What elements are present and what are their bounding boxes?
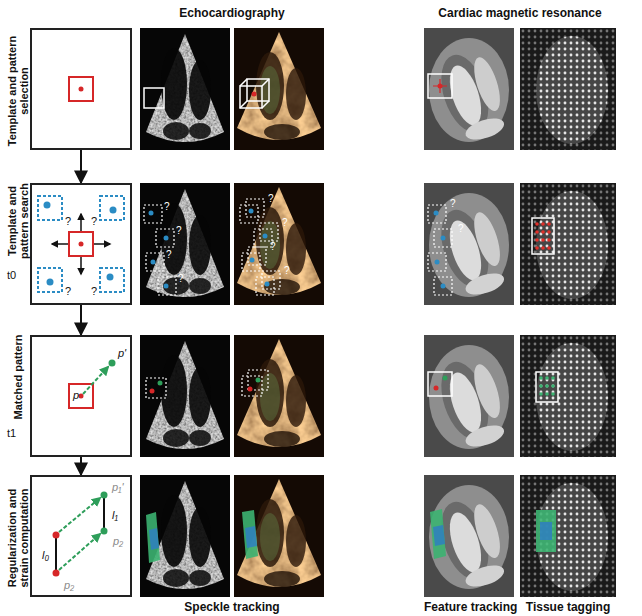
point-label: t1 [7, 427, 16, 440]
search-mark: ? [176, 225, 182, 237]
flow-arrow [80, 457, 82, 475]
flow-arrow [80, 305, 82, 335]
point-label: t0 [7, 269, 16, 282]
column-label: Speckle tracking [140, 600, 324, 614]
column-label: Tissue tagging [520, 600, 616, 614]
row-heading: Matched pattern [5, 331, 31, 423]
image-grid [140, 28, 616, 597]
image-overlays [144, 74, 558, 563]
step-box: Template and pattern selection [30, 28, 132, 150]
search-mark: ? [166, 249, 172, 261]
step-box: Matched patternt1pp' [30, 335, 132, 457]
point-label: p₂ [113, 535, 123, 548]
flow-arrow [80, 150, 82, 183]
point-label: p' [118, 347, 126, 360]
point-label: ? [65, 215, 71, 228]
step-box: Template and pattern searcht0???? [30, 183, 132, 305]
point-label: l₀ [42, 549, 49, 562]
schematic-marks [38, 77, 124, 577]
row-heading: Regularization and strain computation [5, 479, 31, 597]
row-heading: Template and pattern search [5, 180, 31, 262]
column-label: Echocardiography [140, 6, 324, 20]
search-mark: ? [178, 273, 184, 285]
search-mark: ? [458, 223, 464, 235]
row-heading: Template and pattern selection [5, 32, 31, 150]
point-label: ? [65, 285, 71, 298]
search-mark: ? [282, 217, 288, 229]
point-label: ? [91, 215, 97, 228]
point-label: p₂ [64, 579, 74, 592]
search-mark: ? [284, 265, 290, 277]
search-mark: ? [270, 241, 276, 253]
column-label: Cardiac magnetic resonance [424, 6, 616, 20]
point-label: p [73, 389, 79, 402]
point-label: ? [91, 285, 97, 298]
column-label: Feature tracking [424, 600, 514, 614]
search-mark: ? [268, 193, 274, 205]
point-label: l₁ [112, 509, 118, 522]
point-label: p₁' [112, 481, 124, 494]
step-box: Regularization and strain computationl₀l… [30, 475, 132, 597]
search-mark: ? [450, 198, 456, 210]
search-mark: ? [164, 201, 170, 213]
